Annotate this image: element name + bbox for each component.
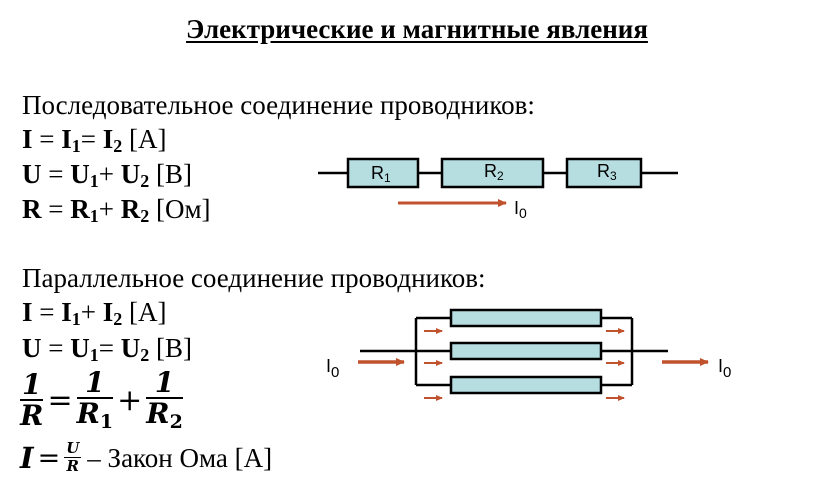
parallel-formula-current: I = I1+ I2 [А] <box>22 297 167 329</box>
ohms-law-formula: I = U R – Закон Ома [А] <box>20 439 273 476</box>
fraction-one-over-r1: 1 R1 <box>76 366 114 434</box>
page-title: Электрические и магнитные явления <box>186 14 648 44</box>
parallel-heading: Параллельное соединение проводников: <box>22 263 486 293</box>
series-heading: Последовательное соединение проводников: <box>22 90 535 120</box>
resistor-r1-label: R1 <box>371 163 391 185</box>
fraction-u-over-r: U R <box>64 439 82 476</box>
parallel-circuit: I0 I0 <box>326 308 731 401</box>
parallel-current-in-label: I0 <box>326 356 339 381</box>
parallel-resistor-bottom <box>449 375 603 395</box>
resistor-r3 <box>565 157 643 189</box>
series-formula-current: I = I1= I2 [А] <box>22 124 167 156</box>
parallel-resistor-middle <box>449 341 603 361</box>
parallel-current-out-label: I0 <box>718 356 731 381</box>
fraction-one-over-r2: 1 R2 <box>146 366 183 434</box>
resistor-r1 <box>346 157 420 189</box>
series-circuit: R1 R2 R3 I0 <box>318 157 678 221</box>
series-formula-resistance: R = R1+ R2 [Ом] <box>22 194 211 226</box>
parallel-resistor-top <box>449 308 603 328</box>
series-formula-voltage: U = U1+ U2 [В] <box>22 159 192 191</box>
fraction-one-over-r: 1 R <box>20 367 44 432</box>
parallel-formula-resistance: 1 R = 1 R1 + 1 R2 <box>20 366 183 434</box>
parallel-formula-voltage: U = U1= U2 [В] <box>22 333 192 365</box>
series-current-label: I0 <box>514 198 527 221</box>
resistor-r2 <box>440 157 545 189</box>
resistor-r3-label: R3 <box>597 161 617 183</box>
resistor-r2-label: R2 <box>484 161 504 183</box>
